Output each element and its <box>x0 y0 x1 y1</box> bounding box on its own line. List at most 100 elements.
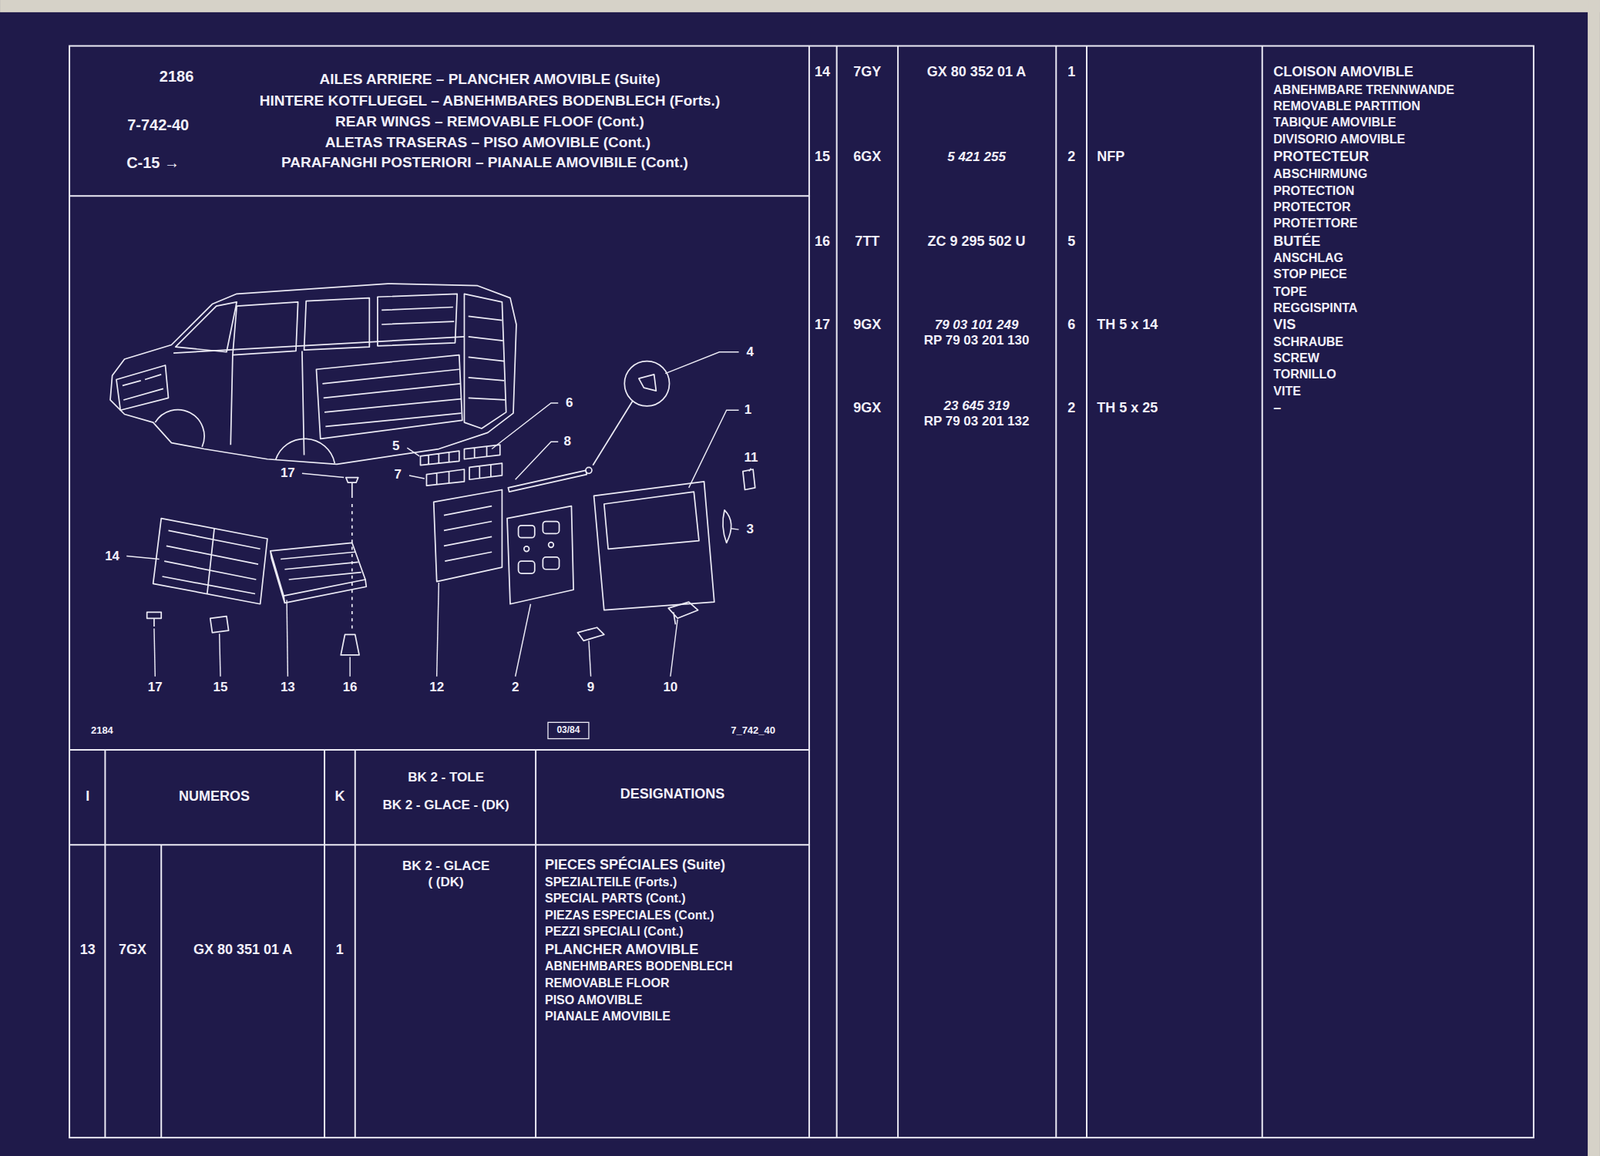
table-cell: 7TT <box>854 234 880 250</box>
exploded-parts <box>722 510 732 543</box>
callout-number: 14 <box>104 548 120 564</box>
table-cell: 79 03 101 249 <box>934 318 1019 333</box>
exploded-parts <box>548 542 555 548</box>
table-cell: ABSCHIRMUNG <box>1273 168 1368 182</box>
table-cell: ABNEHMBARE TRENNWANDE <box>1273 83 1455 98</box>
film-edge <box>0 0 1600 13</box>
exploded-parts <box>210 616 229 633</box>
table-cell: – <box>1273 400 1281 417</box>
callout-number: 6 <box>565 396 573 411</box>
table-cell: DIVISORIO AMOVIBLE <box>1273 133 1406 148</box>
exploded-parts <box>604 491 700 549</box>
car-body <box>315 355 462 440</box>
table-cell: 1 <box>336 942 344 958</box>
exploded-parts <box>542 557 559 570</box>
table-frame <box>1055 46 1057 1139</box>
table-cell: TH 5 x 14 <box>1096 317 1158 333</box>
page-code: 7-742-40 <box>127 116 189 134</box>
leader-lines <box>588 640 592 676</box>
table-cell: RP 79 03 201 132 <box>924 413 1030 429</box>
table-frame <box>897 46 899 1139</box>
table-cell: VITE <box>1273 385 1301 400</box>
column-heading: BK 2 - GLACE - (DK) <box>382 797 509 813</box>
car-body <box>275 438 336 464</box>
callout-number: 8 <box>563 434 571 450</box>
car-body <box>110 283 517 464</box>
exploded-parts <box>351 504 353 629</box>
car-body <box>116 365 169 411</box>
leader-lines <box>349 657 350 677</box>
car-body <box>154 410 205 448</box>
page-code: 2186 <box>159 67 195 85</box>
exploded-parts <box>524 546 530 552</box>
table-cell: 1 <box>1067 64 1076 81</box>
exploded-parts <box>433 489 503 582</box>
table-frame <box>808 46 811 1139</box>
table-cell: PROTECTOR <box>1273 200 1351 215</box>
callout-number: 12 <box>429 680 444 696</box>
callout-number: 17 <box>280 466 296 481</box>
callout-number: 4 <box>746 344 753 360</box>
leader-lines <box>126 352 751 677</box>
table-cell: PIANALE AMOVIBILE <box>544 1009 671 1024</box>
table-cell: STOP PIECE <box>1273 267 1347 282</box>
exploded-parts <box>162 528 261 595</box>
exploded-parts <box>420 450 460 466</box>
exploded-parts <box>542 521 559 535</box>
table-cell: 5 421 255 <box>947 150 1006 165</box>
table-cell: PROTETTORE <box>1273 216 1358 231</box>
car-body <box>110 283 517 464</box>
leader-lines <box>515 604 532 677</box>
table-frame <box>534 749 537 1138</box>
table-cell: REMOVABLE FLOOR <box>544 977 669 992</box>
table-cell: SCREW <box>1273 351 1320 366</box>
callout-number: 1 <box>744 403 752 418</box>
title-line: HINTERE KOTFLUEGEL – ABNEHMBARES BODENBL… <box>259 93 720 110</box>
leader-lines <box>219 633 221 677</box>
leader-lines <box>154 628 155 677</box>
car-body <box>322 369 461 427</box>
table-cell: BUTÉE <box>1273 234 1321 250</box>
table-cell: PIEZAS ESPECIALES (Cont.) <box>544 908 715 923</box>
table-frame <box>354 749 357 1138</box>
column-heading: I <box>85 789 90 805</box>
header-box: 21867-742-40C-15 →HINTERE KOTFLUEGEL – A… <box>69 46 810 197</box>
callout-number: 3 <box>746 522 753 538</box>
table-cell: 6 <box>1067 317 1076 333</box>
table-cell: 17 <box>814 317 831 333</box>
table-cell: 9GX <box>853 317 881 333</box>
table-cell: 7GY <box>853 64 881 81</box>
title-line: PARAFANGHI POSTERIORI – PIANALE AMOVIBIL… <box>281 154 689 171</box>
table-cell: ANSCHLAG <box>1273 251 1344 266</box>
table-cell: VIS <box>1273 317 1296 333</box>
table-cell: PROTECTEUR <box>1273 149 1369 165</box>
table-cell: GX 80 351 01 A <box>193 942 293 958</box>
leader-lines <box>730 528 740 530</box>
exploded-parts <box>270 542 367 603</box>
exploded-parts <box>147 611 162 627</box>
leader-lines <box>286 599 288 676</box>
table-cell: PISO AMOVIBLE <box>544 993 643 1008</box>
exploded-parts <box>742 469 756 490</box>
table-frame <box>69 194 810 197</box>
table-cell: CLOISON AMOVIBLE <box>1273 64 1413 81</box>
exploded-parts <box>346 477 359 498</box>
exploded-parts <box>592 400 633 465</box>
car-body <box>230 350 304 455</box>
table-frame <box>69 749 810 751</box>
table-cell: REGGISPINTA <box>1273 301 1358 316</box>
table-cell: SCHRAUBE <box>1273 335 1344 350</box>
table-frame <box>69 46 1534 1139</box>
leader-lines <box>436 582 440 677</box>
exploded-parts <box>585 467 592 474</box>
table-cell: 13 <box>80 942 96 958</box>
leader-lines <box>491 403 558 450</box>
leader-lines <box>126 556 159 560</box>
callout-number: 11 <box>743 450 758 466</box>
exploded-parts <box>469 463 502 480</box>
film-edge <box>1587 0 1600 1156</box>
table-cell: TORNILLO <box>1273 367 1336 382</box>
exploded-parts <box>638 374 657 391</box>
car-body <box>468 315 506 400</box>
